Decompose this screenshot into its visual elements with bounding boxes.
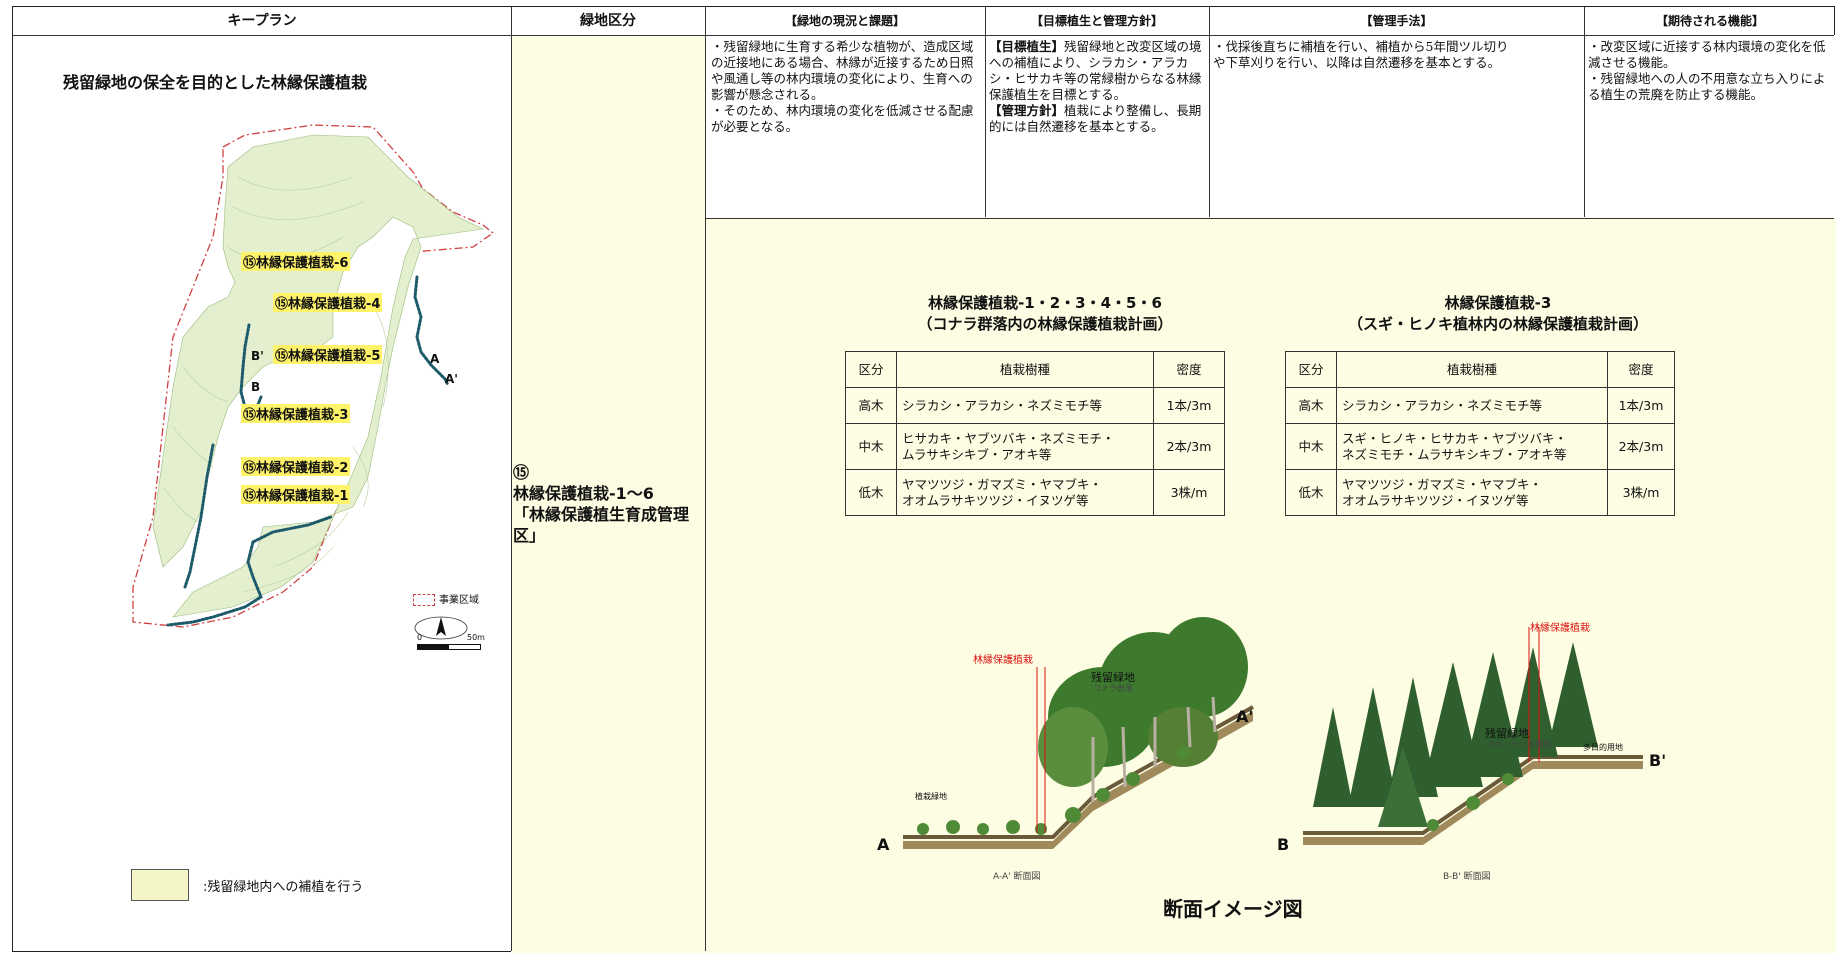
scale-end: 50m [467, 633, 485, 642]
section-a-trees [1038, 617, 1248, 787]
section-b-end: B' [1649, 751, 1667, 770]
plan1-row1-species: シラカシ・アラカシ・ネズミモチ等 [896, 387, 1154, 424]
target-policy-text: 植栽により整備し、長期的には自然遷移を基本とする。 [989, 103, 1202, 134]
section-b-caption: B-B' 断面図 [1443, 872, 1491, 882]
label-planting-6: ⑮林縁保護植栽-6 [241, 252, 351, 271]
section-b-ground-label: 多目的用地 [1583, 743, 1623, 752]
target-veg-label: 【目標植生】 [989, 39, 1065, 54]
district-line1: 林縁保護植栽-1～6 [513, 484, 654, 503]
district-cell-bg [511, 35, 705, 953]
current-issues-text: ・残留緑地に生育する希少な植物が、造成区域の近接地にある場合、林縁が近接するため… [711, 39, 974, 134]
plan1-row3-density: 3株/m [1153, 469, 1225, 516]
keyplan-point-b-prime: B' [251, 349, 264, 363]
plan1-title-line1: 林縁保護植栽-1・2・3・4・5・6 [928, 294, 1162, 312]
keyplan-map [132, 124, 495, 628]
plan2-row3-density: 3株/m [1607, 469, 1675, 516]
plan2-title-line2: （スギ・ヒノキ植林内の林縁保護植栽計画） [1347, 315, 1648, 333]
remaining-green-area [152, 134, 485, 618]
section-image-title: 断面イメージ図 [1163, 897, 1303, 921]
legend-green-text: :残留緑地内への補植を行う [203, 880, 364, 895]
district-number: ⑮ [513, 463, 530, 482]
plan2-title-line1: 林縁保護植栽-3 [1444, 294, 1552, 312]
plan2-row2-species: スギ・ヒノキ・ヒサカキ・ヤブツバキ・ ネズミモチ・ムラサキシキブ・アオキ等 [1336, 423, 1608, 470]
section-a-illustration [903, 617, 1254, 849]
section-a-start: A [877, 835, 890, 854]
plan2-table: 区分 植栽樹種 密度 高木 シラカシ・アラカシ・ネズミモチ等 1本/3m 中木 … [1285, 351, 1675, 516]
section-b-forest-label: 残留緑地 [1485, 727, 1529, 740]
keyplan-point-a: A [430, 352, 440, 366]
section-a-caption: A-A' 断面図 [993, 872, 1041, 882]
keyplan-point-a-prime: A' [445, 372, 458, 386]
plan2-row2-density: 2本/3m [1607, 423, 1675, 470]
plan1-row1-class: 高木 [845, 387, 897, 424]
plan1-row1-density: 1本/3m [1153, 387, 1225, 424]
plan1-row3-class: 低木 [845, 469, 897, 516]
target-policy-label: 【管理方針】 [989, 103, 1065, 118]
district-line2: 「林縁保護植生育成管理 [513, 505, 690, 524]
plan1-title: 林縁保護植栽-1・2・3・4・5・6 （コナラ群落内の林縁保護植栽計画） [855, 293, 1235, 335]
header-keyplan: キープラン [227, 13, 297, 29]
header-expected: 【期待される機能】 [1655, 14, 1764, 28]
section-b-start: B [1277, 835, 1290, 854]
method-text: ・伐採後直ちに補植を行い、補植から5年間ツル切りや下草刈りを行い、以降は自然遷移… [1213, 39, 1509, 70]
plan2-row1-species: シラカシ・アラカシ・ネズミモチ等 [1336, 387, 1608, 424]
section-a-trunks [1091, 696, 1217, 802]
keyplan-title: 残留緑地の保全を目的とした林縁保護植栽 [63, 73, 368, 92]
plan2-head-class: 区分 [1285, 351, 1337, 388]
label-planting-5: ⑮林縁保護植栽-5 [273, 345, 383, 364]
section-b-forest-sub: スギ・ヒノキ植林 [1487, 740, 1551, 749]
plan2-head-species: 植栽樹種 [1336, 351, 1608, 388]
header-target: 【目標植生と管理方針】 [1030, 14, 1163, 28]
scale-start: 0 [417, 633, 423, 642]
legend-boundary-symbol [413, 594, 435, 606]
section-b-shrubs [1427, 773, 1514, 831]
info-row-bg [705, 35, 1836, 218]
section-b-conifers [1313, 642, 1598, 827]
section-a-planted-label: 植栽緑地 [915, 792, 947, 801]
section-a-shrubs [917, 746, 1190, 835]
header-current-issues: 【緑地の現況と課題】 [784, 14, 905, 28]
scale-bar [417, 644, 481, 650]
plan1-table: 区分 植栽樹種 密度 高木 シラカシ・アラカシ・ネズミモチ等 1本/3m 中木 … [845, 351, 1225, 516]
section-a-edge-label: 林縁保護植栽 [973, 655, 1033, 666]
north-arrow-icon [414, 616, 468, 640]
section-a-end: A' [1236, 707, 1254, 726]
plan2-head-density: 密度 [1607, 351, 1675, 388]
plan2-row3-species: ヤマツツジ・ガマズミ・ヤマブキ・ オオムラサキツツジ・イヌツゲ等 [1336, 469, 1608, 516]
district-label: ⑮ 林縁保護植栽-1～6 「林縁保護植生育成管理 区」 [513, 462, 689, 546]
target-text: 【目標植生】残留緑地と改変区域の境への補植により、シラカシ・アラカシ・ヒサカキ等… [989, 39, 1205, 135]
plan2-row3-class: 低木 [1285, 469, 1337, 516]
plan1-head-class: 区分 [845, 351, 897, 388]
plan1-row3-species: ヤマツツジ・ガマズミ・ヤマブキ・ オオムラサキツツジ・イヌツゲ等 [896, 469, 1154, 516]
keyplan-point-b: B [251, 380, 261, 394]
legend-green-swatch [131, 869, 189, 901]
plan1-row2-density: 2本/3m [1153, 423, 1225, 470]
document-sheet: キープラン 緑地区分 【緑地の現況と課題】 【目標植生と管理方針】 【管理手法】… [12, 6, 1836, 953]
section-b-edge-label: 林縁保護植栽 [1530, 623, 1590, 634]
label-planting-4: ⑮林縁保護植栽-4 [273, 293, 383, 312]
legend-boundary-text: 事業区域 [439, 595, 479, 606]
plan1-row2-class: 中木 [845, 423, 897, 470]
plan2-row1-class: 高木 [1285, 387, 1337, 424]
expected-text: ・改変区域に近接する林内環境の変化を低減させる機能。 ・残留緑地への人の不用意な… [1588, 39, 1826, 102]
section-a-forest-label: 残留緑地 [1091, 671, 1135, 684]
target-veg-text: 残留緑地と改変区域の境への補植により、シラカシ・アラカシ・ヒサカキ等の常緑樹から… [989, 39, 1202, 102]
plan2-title: 林縁保護植栽-3 （スギ・ヒノキ植林内の林縁保護植栽計画） [1278, 293, 1718, 335]
district-line3: 区」 [513, 526, 546, 545]
contour-lines [162, 176, 389, 593]
plan2-row1-density: 1本/3m [1607, 387, 1675, 424]
label-planting-3: ⑮林縁保護植栽-3 [241, 404, 351, 423]
plan1-row2-species: ヒサカキ・ヤブツバキ・ネズミモチ・ ムラサキシキブ・アオキ等 [896, 423, 1154, 470]
plan1-head-species: 植栽樹種 [896, 351, 1154, 388]
plan1-title-line2: （コナラ群落内の林縁保護植栽計画） [917, 315, 1173, 333]
plan2-row2-class: 中木 [1285, 423, 1337, 470]
label-planting-1: ⑮林縁保護植栽-1 [241, 485, 351, 504]
section-a-forest-sub: コナラ群落 [1093, 684, 1133, 693]
label-planting-2: ⑮林縁保護植栽-2 [241, 457, 351, 476]
plan1-head-density: 密度 [1153, 351, 1225, 388]
header-category: 緑地区分 [580, 13, 636, 29]
section-b-illustration [1303, 627, 1643, 845]
header-method: 【管理手法】 [1360, 14, 1433, 28]
